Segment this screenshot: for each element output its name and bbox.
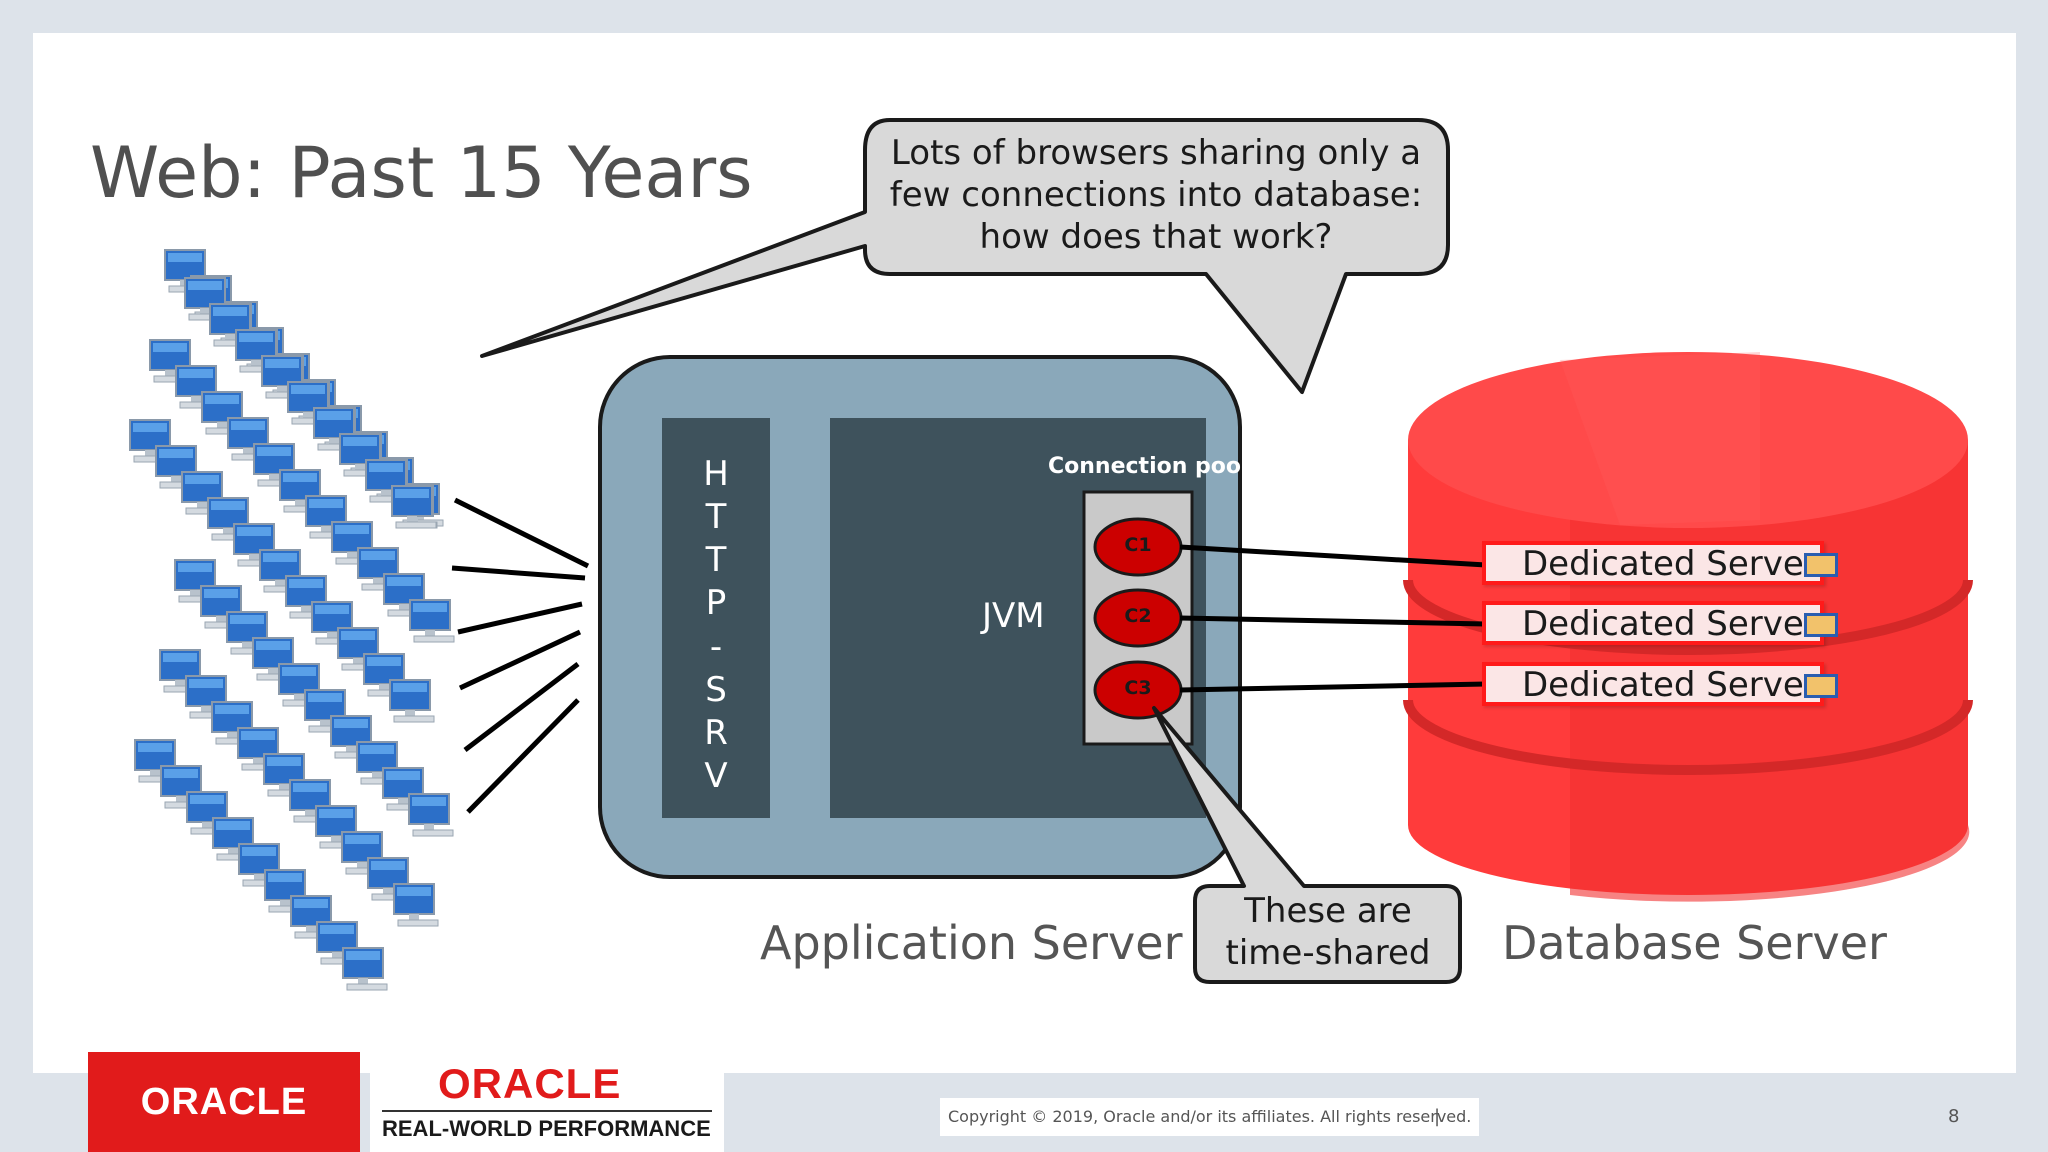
rwp-divider <box>382 1110 712 1112</box>
db-connection-lines <box>1179 544 1487 693</box>
database-server-label: Database Server <box>1502 916 1887 970</box>
callout-top-text: Lots of browsers sharing only a few conn… <box>880 132 1432 258</box>
callout-bottom-bubble <box>1152 706 1462 984</box>
process-icon <box>1804 553 1838 577</box>
connection-c3-label: C3 <box>1124 677 1152 699</box>
http-server-block <box>662 418 770 818</box>
callout-bottom-line-1: These are <box>1244 891 1412 931</box>
rwp-subtitle: REAL-WORLD PERFORMANCE <box>382 1116 711 1141</box>
process-icon <box>1804 613 1838 637</box>
http-letter: R <box>704 712 728 753</box>
http-letter: P <box>705 583 727 624</box>
connection-c1-label: C1 <box>1124 534 1152 556</box>
desktop-computer-icon <box>393 883 439 927</box>
dedicated-server-label: Dedicated Server <box>1522 544 1818 584</box>
dedicated-server-1: Dedicated Server <box>1482 541 1838 585</box>
dedicated-server-label: Dedicated Server <box>1522 604 1818 644</box>
connection-c2-label: C2 <box>1124 605 1152 627</box>
connection-pool-label: Connection pool <box>1048 454 1249 479</box>
http-letter: S <box>705 669 727 710</box>
callout-top-bubble <box>480 118 1450 394</box>
http-letter: - <box>709 626 723 667</box>
desktop-computer-icon <box>389 679 435 723</box>
real-world-performance-logo: ORACLE REAL-WORLD PERFORMANCE <box>370 1052 724 1152</box>
dedicated-server-2: Dedicated Server <box>1482 601 1838 645</box>
desktop-computer-icon <box>342 947 388 991</box>
browser-clients-cluster <box>129 249 455 991</box>
callout-top-line-3: how does that work? <box>979 217 1333 257</box>
desktop-computer-icon <box>408 793 454 837</box>
jvm-label: JVM <box>982 596 1045 636</box>
dedicated-server-label: Dedicated Server <box>1522 665 1818 705</box>
http-letter: V <box>704 755 728 796</box>
http-srv-label: H T T P - S R V <box>662 418 770 818</box>
oracle-logo: ORACLE <box>88 1052 360 1152</box>
callout-top-line-1: Lots of browsers sharing only a <box>890 133 1422 173</box>
dedicated-server-3: Dedicated Server <box>1482 662 1838 706</box>
footer-separator: | <box>1434 1106 1441 1127</box>
client-connection-lines <box>451 497 590 814</box>
rwp-oracle-text: ORACLE <box>438 1060 622 1107</box>
slide-title: Web: Past 15 Years <box>90 132 753 214</box>
http-letter: H <box>703 454 729 494</box>
desktop-computer-icon <box>409 599 455 643</box>
http-letter: T <box>705 497 727 538</box>
page-number: 8 <box>1948 1106 1960 1127</box>
callout-bottom-text: These are time-shared <box>1196 890 1460 974</box>
application-server-label: Application Server <box>760 916 1183 970</box>
callout-top-line-2: few connections into database: <box>889 175 1423 215</box>
copyright-notice: Copyright © 2019, Oracle and/or its affi… <box>940 1098 1480 1136</box>
http-letter: T <box>705 540 727 581</box>
process-icon <box>1804 674 1838 698</box>
callout-bottom-line-2: time-shared <box>1225 933 1431 973</box>
desktop-computer-icon <box>391 485 437 529</box>
oracle-logo-text: ORACLE <box>140 1080 308 1123</box>
